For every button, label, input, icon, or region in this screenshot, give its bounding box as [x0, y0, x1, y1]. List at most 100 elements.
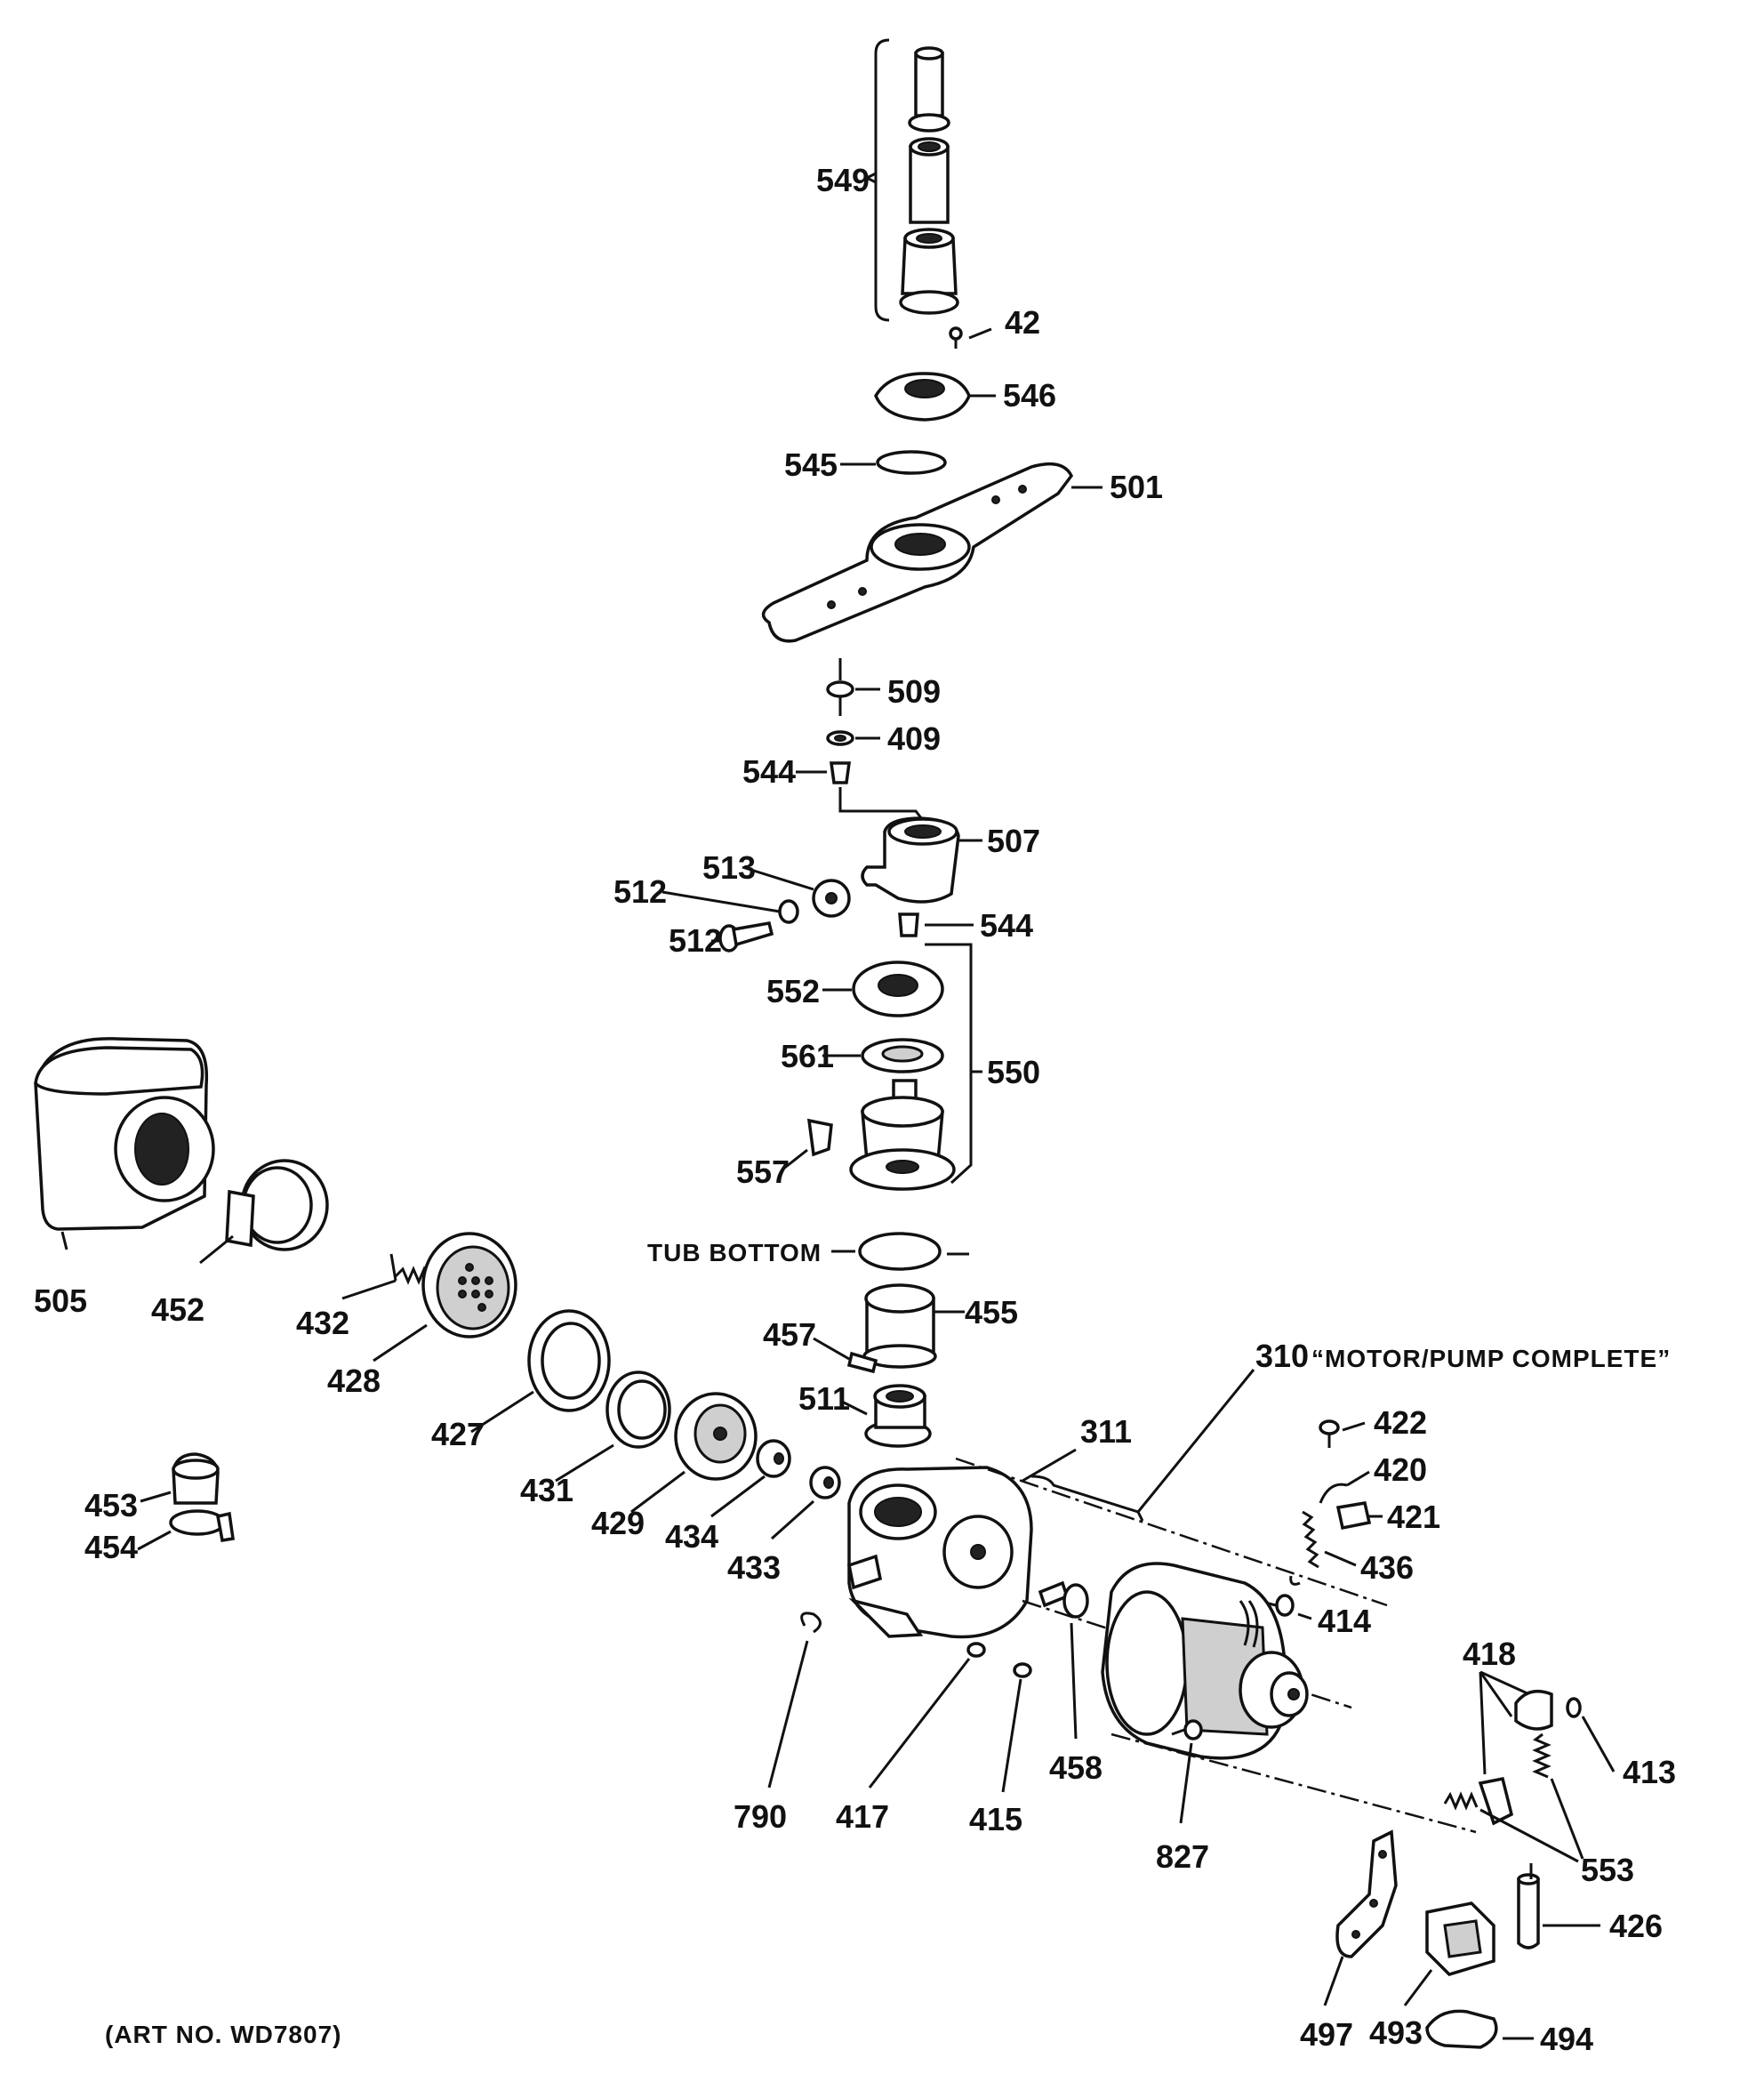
caption-motor-pump: “MOTOR/PUMP COMPLETE”	[1311, 1345, 1671, 1372]
label-42: 42	[1005, 304, 1040, 341]
part-42-screw	[949, 326, 992, 349]
part-553-springs	[1443, 1732, 1584, 1863]
part-motor	[1101, 1562, 1309, 1760]
part-512-washer	[662, 890, 799, 924]
part-428-filter	[373, 1232, 517, 1363]
label-557: 557	[736, 1154, 790, 1190]
part-505-duct	[34, 1037, 215, 1250]
label-458: 458	[1049, 1749, 1102, 1786]
label-436: 436	[1360, 1549, 1414, 1586]
part-433-bushing	[771, 1466, 841, 1540]
part-409-washer	[826, 730, 880, 746]
part-544-plug-upper	[796, 761, 926, 824]
label-827: 827	[1156, 1838, 1209, 1875]
part-512-screw	[711, 920, 774, 953]
label-513: 513	[702, 849, 756, 886]
label-433: 433	[727, 1549, 781, 1586]
part-790-clip	[767, 1612, 822, 1789]
part-420-hook	[1319, 1470, 1370, 1504]
part-457-clamp	[813, 1337, 878, 1374]
part-552-gear-ring	[822, 961, 944, 1017]
part-513-gear	[742, 865, 851, 918]
label-505: 505	[34, 1282, 87, 1319]
label-428: 428	[327, 1363, 381, 1399]
part-494-cap	[1425, 2009, 1534, 2049]
label-454: 454	[84, 1529, 138, 1565]
label-511: 511	[798, 1380, 850, 1417]
label-429: 429	[591, 1505, 645, 1541]
label-457: 457	[763, 1316, 816, 1353]
part-507-manifold	[861, 816, 982, 904]
caption-art-number: (ART NO. WD7807)	[105, 2021, 341, 2048]
label-544-upper: 544	[742, 753, 796, 790]
label-544-lower: 544	[980, 907, 1033, 944]
label-561: 561	[781, 1038, 834, 1074]
part-509-screw	[826, 658, 880, 716]
label-415: 415	[969, 1801, 1022, 1837]
label-501: 501	[1110, 469, 1163, 505]
part-418-latch	[1478, 1670, 1553, 1826]
part-431-disc	[555, 1371, 671, 1483]
tub-bottom-gasket	[831, 1232, 969, 1271]
label-512-a: 512	[613, 873, 667, 910]
label-420: 420	[1374, 1451, 1427, 1488]
label-507: 507	[987, 823, 1040, 859]
part-827-screw	[1171, 1719, 1203, 1824]
part-497-bracket	[1323, 1829, 1398, 2006]
part-458-seal	[1038, 1580, 1089, 1740]
label-310: 310	[1255, 1338, 1309, 1374]
label-497: 497	[1300, 2016, 1353, 2053]
part-511-fitting	[839, 1384, 932, 1448]
label-422: 422	[1374, 1404, 1427, 1441]
label-546: 546	[1003, 377, 1056, 414]
label-553: 553	[1581, 1852, 1634, 1888]
part-493-holder	[1403, 1901, 1495, 2006]
part-549-tube-assembly	[863, 38, 959, 322]
label-432: 432	[296, 1305, 349, 1341]
label-421: 421	[1387, 1499, 1440, 1535]
part-557-clip	[782, 1118, 833, 1171]
part-311-pump-housing	[846, 1448, 1077, 1639]
part-421-clip	[1335, 1501, 1383, 1531]
alignment-line-lower	[1111, 1732, 1477, 1834]
label-509: 509	[887, 673, 941, 710]
label-790: 790	[734, 1798, 787, 1835]
label-455: 455	[965, 1294, 1018, 1330]
label-453: 453	[84, 1487, 138, 1523]
part-415-washer	[1001, 1662, 1032, 1793]
label-431: 431	[520, 1472, 573, 1508]
alignment-line-upper	[955, 1457, 1388, 1607]
part-426-pin	[1517, 1863, 1600, 1949]
label-414: 414	[1318, 1603, 1371, 1639]
bracket-310	[1030, 1369, 1255, 1522]
part-436-spring	[1289, 1510, 1357, 1586]
part-422-screw	[1319, 1419, 1366, 1448]
part-452-clamp	[199, 1159, 329, 1265]
label-427: 427	[431, 1416, 485, 1452]
part-455-seal-sleeve	[862, 1283, 965, 1369]
label-512-b: 512	[669, 922, 722, 959]
part-550-drive-housing	[849, 1079, 956, 1191]
label-549: 549	[816, 162, 870, 198]
label-311: 311	[1080, 1413, 1132, 1450]
label-418: 418	[1463, 1636, 1516, 1672]
part-429-impeller	[630, 1392, 758, 1514]
label-434: 434	[665, 1518, 718, 1555]
caption-tub-bottom: TUB BOTTOM	[647, 1239, 822, 1266]
part-501-spray-arm	[761, 462, 1102, 643]
part-413-clip	[1566, 1697, 1616, 1773]
part-545-ring	[840, 450, 947, 475]
label-493: 493	[1369, 2014, 1423, 2051]
label-550: 550	[987, 1054, 1040, 1090]
label-426: 426	[1609, 1908, 1663, 1944]
label-409: 409	[887, 720, 941, 757]
part-453-cap	[140, 1452, 220, 1505]
part-417-washer	[868, 1642, 986, 1789]
label-452: 452	[151, 1291, 204, 1328]
label-552: 552	[766, 973, 820, 1009]
part-561-seal	[822, 1038, 944, 1073]
part-454-clamp	[137, 1509, 235, 1551]
part-432-spring	[341, 1253, 437, 1300]
